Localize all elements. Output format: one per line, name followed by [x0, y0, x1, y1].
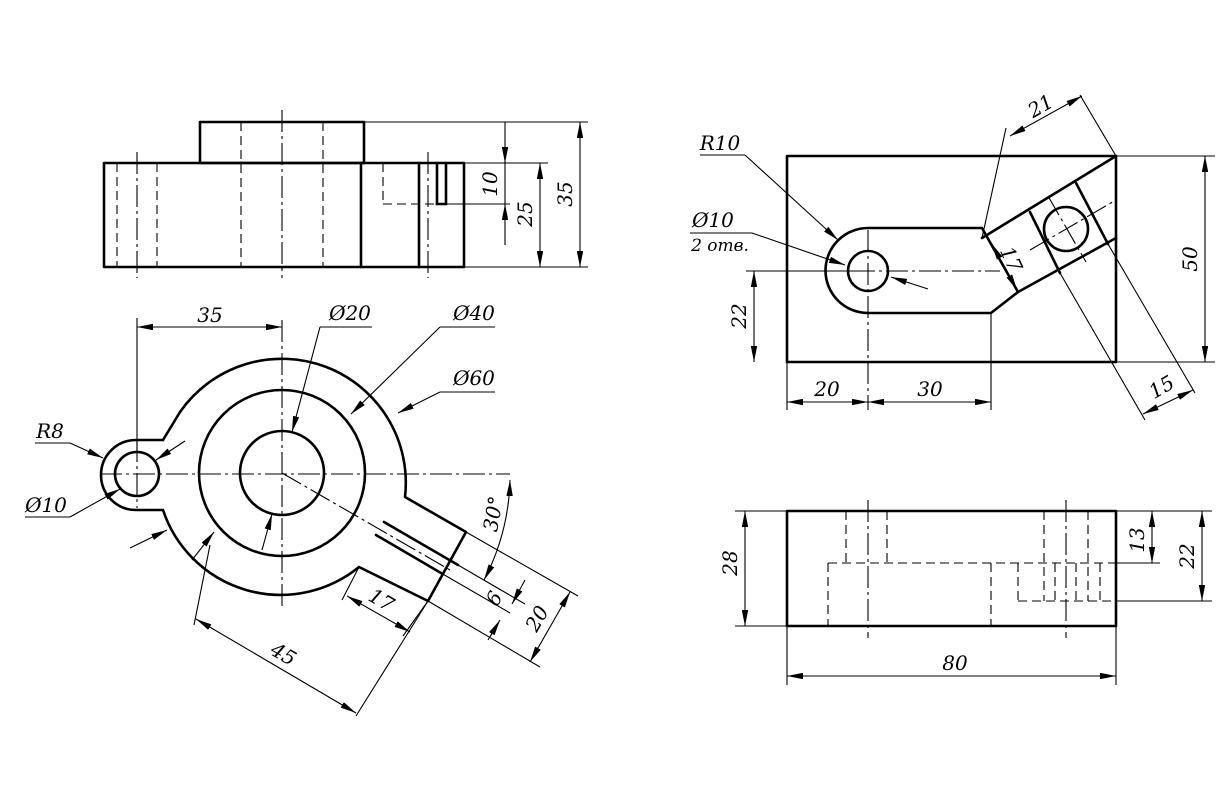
- top-dim-6: 6: [480, 587, 507, 610]
- leader-line: [751, 232, 846, 266]
- right-front-view: 28 13 22 80: [718, 500, 1212, 685]
- leader-line: [397, 391, 441, 414]
- leader-line: [261, 513, 273, 551]
- right-top-r10: R10: [699, 131, 741, 155]
- extension-line: [193, 544, 211, 626]
- top-outline: [161, 410, 182, 442]
- extension-line: [1059, 272, 1146, 421]
- leader-line: [350, 326, 441, 415]
- top-dim-45: 45: [266, 637, 301, 671]
- right-top-boss-line: [1028, 210, 1062, 275]
- right-top-dim-50: 50: [1178, 246, 1202, 272]
- right-front-outline: [785, 509, 1118, 628]
- front-dim-25: 25: [513, 201, 537, 227]
- right-top-hole: [1042, 205, 1090, 253]
- extension-line: [981, 127, 1007, 239]
- top-view: 35 Ø20 Ø40 Ø60 R8 Ø10 30° 6: [24, 301, 579, 717]
- extension-line: [341, 566, 360, 601]
- dimension-line: [991, 243, 1018, 291]
- right-top-dim-22: 22: [727, 303, 751, 329]
- top-lug-line: [382, 520, 460, 567]
- extension-line: [1107, 243, 1196, 394]
- right-top-dim-21: 21: [1023, 89, 1058, 123]
- leader-line: [890, 276, 929, 290]
- front-dim-10: 10: [478, 171, 502, 197]
- right-front-dim-22: 22: [1175, 543, 1199, 569]
- right-top-dim-15: 15: [1144, 370, 1178, 404]
- leader-line: [129, 529, 168, 549]
- extension-line: [355, 600, 429, 717]
- dimension-line: [529, 591, 571, 663]
- top-dia20: Ø20: [328, 301, 371, 325]
- dimension-line: [487, 619, 501, 641]
- top-r8: R8: [35, 419, 64, 443]
- right-top-dia10: Ø10: [691, 208, 734, 232]
- right-top-view: R10 Ø10 2 отв. 21 17 50 22 20 30 1: [690, 89, 1215, 421]
- top-dia60: Ø60: [452, 366, 495, 390]
- leader-line: [155, 440, 186, 461]
- center-line: [1029, 199, 1117, 251]
- leader-line: [744, 154, 839, 241]
- dimension-line: [511, 579, 526, 605]
- top-lug-line: [374, 533, 443, 575]
- leader-line: [291, 326, 321, 433]
- center-line: [281, 472, 451, 571]
- top-dim-35: 35: [197, 303, 222, 327]
- right-top-boss-line: [1016, 236, 1118, 294]
- leader-line: [69, 442, 104, 459]
- top-dim-20: 20: [520, 601, 554, 636]
- right-top-dim-20: 20: [813, 377, 840, 401]
- dimension-line: [1009, 95, 1083, 137]
- top-dia10: Ø10: [24, 493, 67, 517]
- extension-line: [427, 600, 541, 668]
- extension-line: [1079, 94, 1117, 157]
- right-top-holes-note: 2 отв.: [690, 236, 749, 256]
- front-dim-35: 35: [553, 181, 577, 206]
- right-front-dim-28: 28: [718, 550, 742, 576]
- leader-line: [191, 531, 215, 561]
- right-top-outline: [785, 154, 1118, 364]
- front-base-outline: [102, 161, 466, 269]
- top-dia40: Ø40: [452, 301, 495, 325]
- extension-line: [440, 572, 511, 614]
- right-top-dim-30: 30: [917, 377, 943, 401]
- center-line: [1047, 195, 1087, 263]
- dimension-line: [1142, 389, 1194, 415]
- dimension-line: [346, 595, 411, 633]
- top-outline: [99, 357, 468, 603]
- dimension-line: [195, 618, 357, 714]
- leader-line: [69, 488, 121, 518]
- angle-arc: [483, 479, 513, 581]
- right-top-slot: [824, 226, 1020, 315]
- extension-line: [465, 531, 579, 597]
- right-front-dim-80: 80: [942, 651, 968, 675]
- right-front-dim-13: 13: [1125, 527, 1149, 552]
- top-dim-17: 17: [364, 583, 398, 617]
- front-view: 10 25 35: [102, 110, 588, 278]
